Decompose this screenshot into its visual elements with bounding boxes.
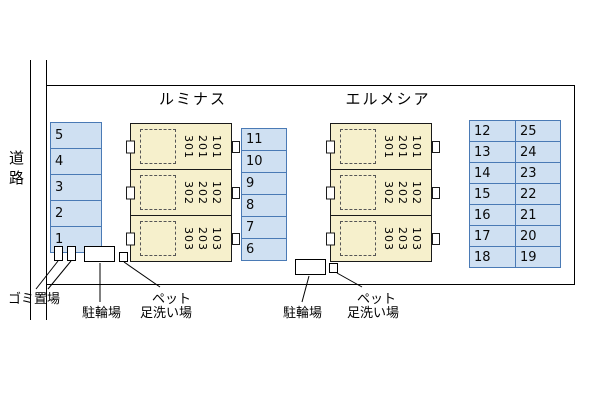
parking-stall-6: 6 [241,238,287,261]
pet-label-1-line1: ペット [152,292,192,307]
bike-label-2: 駐輪場 [283,306,323,321]
room-number: 303 [182,226,195,251]
room-number: 201 [196,134,209,159]
building-2-unit-row-2: 302 202 102 [326,169,440,215]
room-number: 302 [182,180,195,205]
room-numbers: 301 201 101 [182,124,223,169]
entrance-notch [326,140,335,153]
room-numbers: 302 202 102 [182,170,223,215]
room-number: 302 [382,180,395,205]
building-1-name: ルミナス [158,90,227,108]
room-numbers: 303 203 103 [382,216,423,261]
room-number: 301 [182,134,195,159]
parking-stall-18: 18 [469,246,516,268]
building-1-unit-row-2: 302 202 102 [126,169,240,215]
room-number: 203 [396,226,409,251]
parking-stall-19: 19 [515,246,561,268]
room-number: 103 [210,226,223,251]
parking-stall-16: 16 [469,204,516,226]
building-1: 301 201 101 302 202 102 303 203 103 [126,123,240,262]
room-partition [140,175,176,210]
parking-stall-4: 4 [50,148,102,175]
room-number: 201 [396,134,409,159]
parking-stall-23: 23 [515,162,561,184]
parking-stall-3: 3 [50,174,102,201]
room-partition [140,221,176,256]
stair-block [432,186,440,199]
building-2-unit-row-1: 301 201 101 [326,124,440,169]
pet-label-2-line1: ペット [357,292,397,307]
entrance-notch [326,186,335,199]
room-partition [140,129,176,164]
parking-stall-20: 20 [515,225,561,247]
garbage-label: ゴミ置場 [8,292,61,307]
pet-label-1-line2: 足洗い場 [140,306,193,321]
garbage-bin-1 [54,246,63,261]
stair-block [232,232,240,245]
building-2-name: エルメシア [345,90,431,108]
room-number: 102 [410,180,423,205]
entrance-notch [126,186,135,199]
room-number: 101 [410,134,423,159]
parking-stall-24: 24 [515,141,561,163]
room-partition [340,129,376,164]
site-boundary [46,85,575,285]
parking-stall-14: 14 [469,162,516,184]
entrance-notch [126,140,135,153]
parking-stall-5: 5 [50,122,102,149]
parking-stall-13: 13 [469,141,516,163]
building-1-unit-row-1: 301 201 101 [126,124,240,169]
garbage-bin-2 [67,246,76,261]
parking-stall-7: 7 [241,216,287,239]
entrance-notch [126,232,135,245]
room-number: 203 [196,226,209,251]
room-partition [340,175,376,210]
room-number: 301 [382,134,395,159]
parking-stall-12: 12 [469,120,516,142]
parking-stall-21: 21 [515,204,561,226]
building-2-unit-row-3: 303 203 103 [326,215,440,261]
room-partition [340,221,376,256]
parking-stall-22: 22 [515,183,561,205]
parking-stall-11: 11 [241,128,287,151]
pet-wash-area-2 [329,263,338,273]
parking-stall-10: 10 [241,150,287,173]
parking-stall-8: 8 [241,194,287,217]
entrance-notch [326,232,335,245]
pet-wash-area-1 [119,252,128,262]
room-numbers: 302 202 102 [382,170,423,215]
room-number: 102 [210,180,223,205]
room-number: 202 [396,180,409,205]
road-edge-line [30,60,31,320]
room-number: 101 [210,134,223,159]
parking-stall-15: 15 [469,183,516,205]
pet-label-2-line2: 足洗い場 [347,306,400,321]
bicycle-area-1 [84,246,115,262]
parking-stall-17: 17 [469,225,516,247]
stair-block [432,140,440,153]
building-1-unit-row-3: 303 203 103 [126,215,240,261]
stair-block [232,140,240,153]
room-numbers: 301 201 101 [382,124,423,169]
stair-block [232,186,240,199]
bike-label-1: 駐輪場 [82,306,122,321]
parking-stall-25: 25 [515,120,561,142]
room-number: 202 [196,180,209,205]
stair-block [432,232,440,245]
room-number: 103 [410,226,423,251]
room-numbers: 303 203 103 [182,216,223,261]
bicycle-area-2 [295,259,326,275]
road-label: 道路 [7,150,25,190]
parking-stall-2: 2 [50,200,102,227]
building-2: 301 201 101 302 202 102 303 203 103 [326,123,440,262]
parking-stall-9: 9 [241,172,287,195]
room-number: 303 [382,226,395,251]
